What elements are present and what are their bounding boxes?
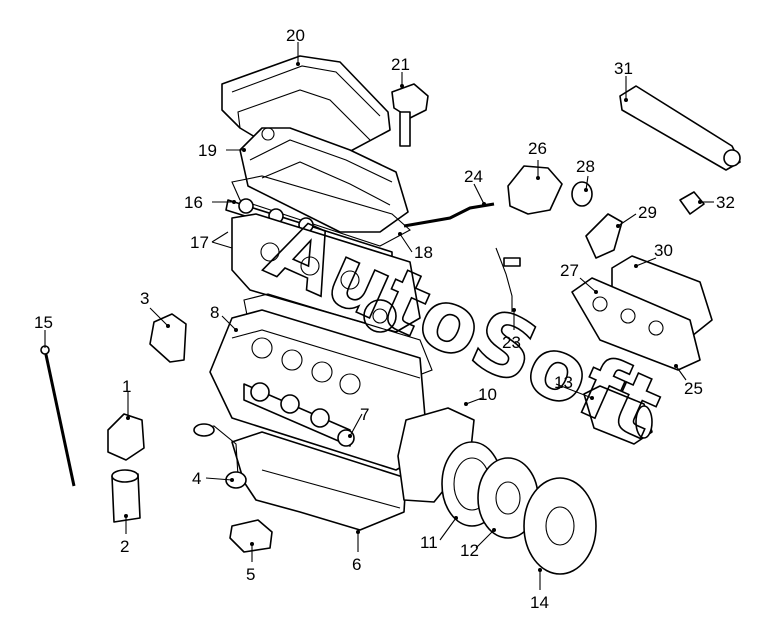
callout-26: 26 — [528, 139, 547, 158]
callout-3: 3 — [140, 289, 149, 308]
part-starter-motor — [583, 385, 653, 445]
callout-12: 12 — [460, 541, 479, 560]
callout-4: 4 — [192, 469, 201, 488]
callout-23: 23 — [502, 333, 521, 352]
part-water-inlet — [585, 213, 623, 259]
part-pressure-plate — [523, 477, 597, 575]
callout-20: 20 — [286, 26, 305, 45]
part-thermostat-housing — [507, 165, 563, 215]
callout-28: 28 — [576, 157, 595, 176]
callout-17: 17 — [190, 233, 209, 252]
callout-31: 31 — [614, 59, 633, 78]
callout-10: 10 — [478, 385, 497, 404]
callout-14: 14 — [530, 593, 549, 612]
callout-11: 11 — [420, 533, 438, 552]
part-head-cover-gasket — [231, 175, 411, 247]
part-water-pipe — [403, 202, 495, 228]
callout-5: 5 — [246, 565, 255, 584]
callout-15: 15 — [34, 313, 53, 332]
callout-6: 6 — [352, 555, 361, 574]
part-fuel-temperature-sensor — [679, 191, 705, 215]
callout-27: 27 — [560, 261, 579, 280]
part-crankshaft — [243, 382, 355, 447]
callout-1: 1 — [122, 377, 131, 396]
callout-25: 25 — [684, 379, 703, 398]
callout-16: 16 — [184, 193, 203, 212]
callout-leaders — [44, 42, 714, 590]
part-engine-block — [209, 309, 429, 471]
callout-21: 21 — [391, 55, 410, 74]
part-cylinder-head — [231, 213, 421, 333]
part-oil-filter-bracket — [107, 413, 145, 461]
part-oil-filter — [111, 469, 141, 523]
part-oil-pressure-sensor — [229, 519, 273, 553]
part-thermostat — [571, 181, 593, 207]
part-oil-pan — [231, 431, 407, 531]
callout-18: 18 — [414, 243, 433, 262]
part-engine-mount-bracket — [149, 313, 187, 363]
callout-8: 8 — [210, 303, 219, 322]
callout-29: 29 — [638, 203, 657, 222]
part-oxygen-sensor — [495, 247, 521, 312]
part-fuel-rail — [619, 85, 741, 171]
part-exhaust-manifold — [571, 277, 701, 371]
callout-19: 19 — [198, 141, 217, 160]
callout-24: 24 — [464, 167, 483, 186]
callout-30: 30 — [654, 241, 673, 260]
part-ignition-coil — [391, 83, 429, 147]
part-oil-dipstick — [40, 345, 76, 487]
callout-13: 13 — [554, 373, 573, 392]
callout-7: 7 — [360, 405, 369, 424]
callout-32: 32 — [716, 193, 735, 212]
callout-2: 2 — [120, 537, 129, 556]
